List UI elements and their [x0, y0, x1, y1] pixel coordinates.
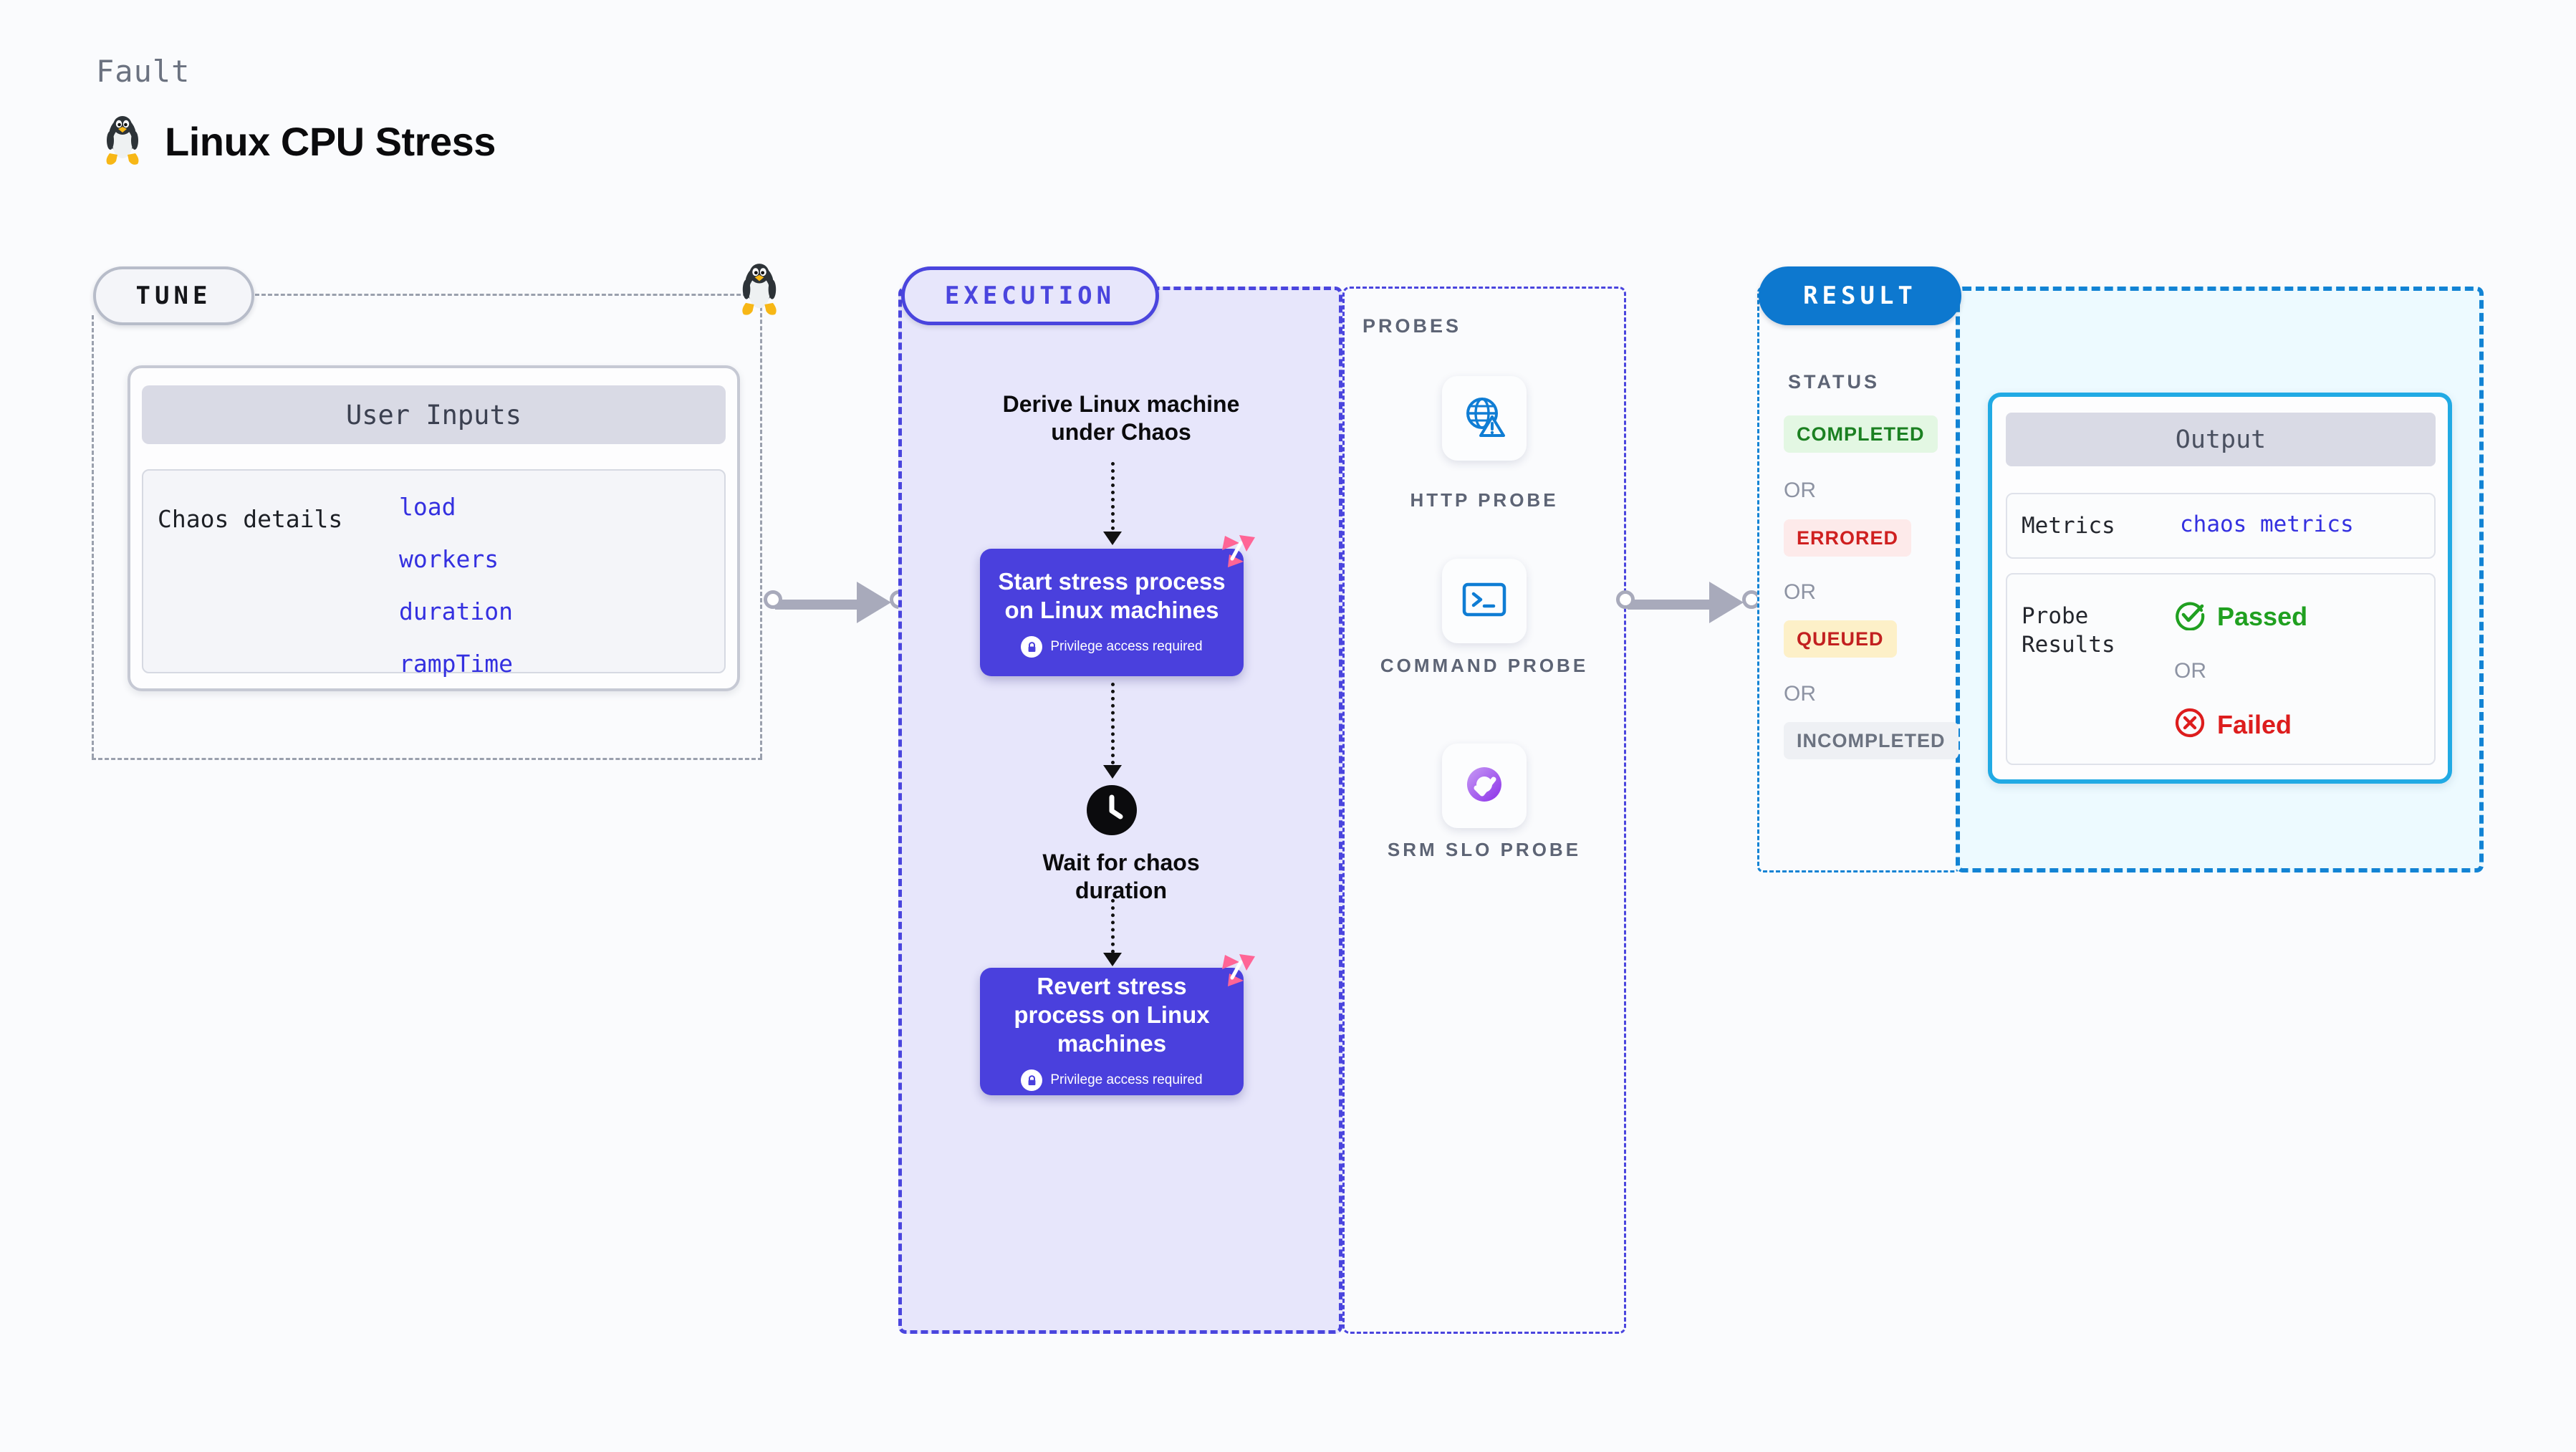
status-or-3: OR: [1784, 682, 1816, 706]
probe-label-http: HTTP PROBE: [1410, 489, 1559, 511]
probe-result-failed: Failed: [2174, 707, 2292, 742]
connector-bar: [1628, 600, 1721, 610]
chaos-details-box: [142, 469, 726, 673]
output-metrics-value[interactable]: chaos metrics: [2180, 511, 2354, 537]
x-circle-icon: [2174, 707, 2206, 742]
revert-privilege-note: Privilege access required: [1021, 1069, 1203, 1092]
harness-logo-icon: [1218, 952, 1256, 994]
connector-endpoint-start: [1616, 590, 1635, 609]
probe-result-or: OR: [2174, 659, 2206, 683]
flow-arrow-2-line: [1111, 683, 1115, 771]
connector-arrowhead: [857, 582, 891, 623]
status-badge-completed: COMPLETED: [1784, 415, 1938, 453]
probe-result-passed-label: Passed: [2217, 601, 2308, 631]
harness-logo-icon: [1218, 533, 1256, 575]
flow-arrow-2-head: [1103, 765, 1122, 779]
status-badge-incompleted: INCOMPLETED: [1784, 722, 1959, 759]
terminal-icon: [1461, 580, 1508, 623]
connector-endpoint-start: [764, 590, 782, 609]
derive-machine-node-label: Derive Linux machine under Chaos: [1002, 391, 1240, 446]
lock-icon: [1021, 636, 1043, 658]
tune-border-right: [760, 294, 762, 758]
flow-arrow-1-head: [1103, 532, 1122, 545]
tune-border-left: [92, 315, 94, 758]
page-title-row: Linux CPU Stress: [100, 115, 496, 168]
execution-section-pill[interactable]: EXECUTION: [901, 266, 1159, 325]
connector-tune-to-execution: [764, 582, 908, 623]
start-stress-card-title: Start stress process on Linux machines: [998, 567, 1226, 623]
wait-duration-node-label: Wait for chaos duration: [1042, 850, 1200, 904]
param-duration[interactable]: duration: [399, 597, 513, 625]
probe-label-command: COMMAND PROBE: [1380, 655, 1589, 676]
status-panel: [1757, 287, 1960, 872]
flow-arrow-3-head: [1103, 953, 1122, 966]
tux-penguin-icon: [100, 115, 145, 168]
status-badge-queued: QUEUED: [1784, 620, 1897, 658]
output-row-probe-results: [2006, 573, 2436, 765]
output-row-metrics: [2006, 493, 2436, 559]
probe-result-failed-label: Failed: [2217, 709, 2292, 739]
revert-stress-card-title: Revert stress process on Linux machines: [1014, 972, 1210, 1057]
probe-label-srm-slo: SRM SLO PROBE: [1387, 839, 1582, 860]
param-ramptime[interactable]: rampTime: [399, 650, 513, 678]
user-inputs-title: User Inputs: [142, 385, 726, 444]
connector-bar: [775, 600, 868, 610]
clock-icon: [1087, 785, 1137, 835]
chaos-details-params: load workers duration rampTime: [399, 493, 513, 702]
revert-stress-card[interactable]: Revert stress process on Linux machines …: [980, 954, 1255, 1095]
page-title: Linux CPU Stress: [165, 118, 496, 164]
connector-arrowhead: [1709, 582, 1744, 623]
status-title: STATUS: [1788, 371, 1880, 393]
status-or-1: OR: [1784, 479, 1816, 502]
probe-tile-http[interactable]: [1442, 376, 1527, 461]
status-badge-errored: ERRORED: [1784, 519, 1912, 557]
start-stress-card[interactable]: Start stress process on Linux machines P…: [980, 535, 1255, 676]
lock-icon: [1021, 1069, 1043, 1092]
flow-arrow-1-line: [1111, 462, 1115, 537]
globe-warning-icon: [1461, 393, 1508, 444]
page-eyebrow: Fault: [96, 54, 191, 89]
slo-donut-check-icon: [1461, 761, 1508, 812]
flow-arrow-3-line: [1111, 899, 1115, 961]
probe-tile-command[interactable]: [1442, 559, 1527, 643]
result-section-pill[interactable]: RESULT: [1759, 266, 1961, 325]
output-metrics-key: Metrics: [2022, 513, 2115, 539]
output-card-title: Output: [2006, 413, 2436, 466]
param-load[interactable]: load: [399, 493, 456, 521]
probe-result-passed: Passed: [2174, 599, 2307, 634]
status-or-2: OR: [1784, 580, 1816, 604]
probes-title: PROBES: [1363, 315, 1462, 337]
probe-tile-srm-slo[interactable]: [1442, 744, 1527, 828]
revert-privilege-text: Privilege access required: [1050, 1072, 1203, 1088]
start-privilege-note: Privilege access required: [1021, 636, 1203, 658]
tux-penguin-icon: [736, 262, 783, 322]
connector-execution-to-result: [1616, 582, 1761, 623]
chaos-details-label: Chaos details: [158, 505, 343, 533]
check-circle-icon: [2174, 599, 2206, 634]
start-privilege-text: Privilege access required: [1050, 639, 1203, 655]
tune-border-top: [255, 294, 760, 296]
param-workers[interactable]: workers: [399, 545, 499, 573]
tune-border-bottom: [92, 758, 762, 760]
tune-section-pill[interactable]: TUNE: [93, 266, 254, 325]
